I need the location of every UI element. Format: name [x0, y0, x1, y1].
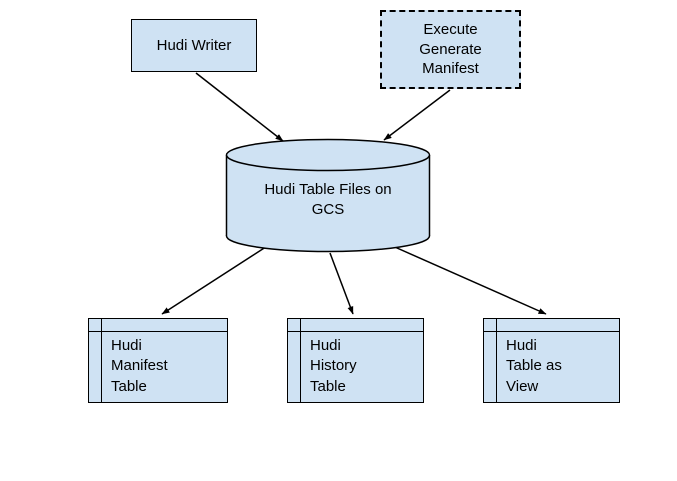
- node-hudi-history-table: Hudi History Table: [287, 318, 424, 403]
- node-hudi-manifest-table: Hudi Manifest Table: [88, 318, 228, 403]
- node-hudi-table-as-view-label: Hudi Table as View: [506, 337, 562, 395]
- table-header-divider: [484, 331, 619, 332]
- edge-gcs-to-history-table: [329, 252, 354, 315]
- table-left-divider: [496, 319, 497, 402]
- table-header-divider: [288, 331, 423, 332]
- edge-writer-to-gcs: [195, 72, 284, 142]
- table-header-divider: [89, 331, 227, 332]
- node-hudi-manifest-table-label: Hudi Manifest Table: [111, 337, 168, 395]
- node-hudi-writer: Hudi Writer: [131, 19, 257, 72]
- node-execute-generate-manifest: Execute Generate Manifest: [380, 10, 521, 89]
- node-hudi-table-as-view: Hudi Table as View: [483, 318, 620, 403]
- node-execute-generate-manifest-label: Execute Generate Manifest: [419, 21, 482, 78]
- node-gcs-cylinder: Hudi Table Files on GCS: [225, 138, 431, 254]
- edge-manifestjob-to-gcs: [383, 89, 451, 141]
- table-left-divider: [300, 319, 301, 402]
- edge-gcs-to-view-table: [387, 243, 547, 315]
- node-gcs-cylinder-label: Hudi Table Files on GCS: [264, 181, 392, 219]
- table-left-divider: [101, 319, 102, 402]
- node-hudi-writer-label: Hudi Writer: [156, 36, 232, 54]
- cylinder-shape: [225, 138, 431, 253]
- node-hudi-history-table-label: Hudi History Table: [310, 337, 357, 395]
